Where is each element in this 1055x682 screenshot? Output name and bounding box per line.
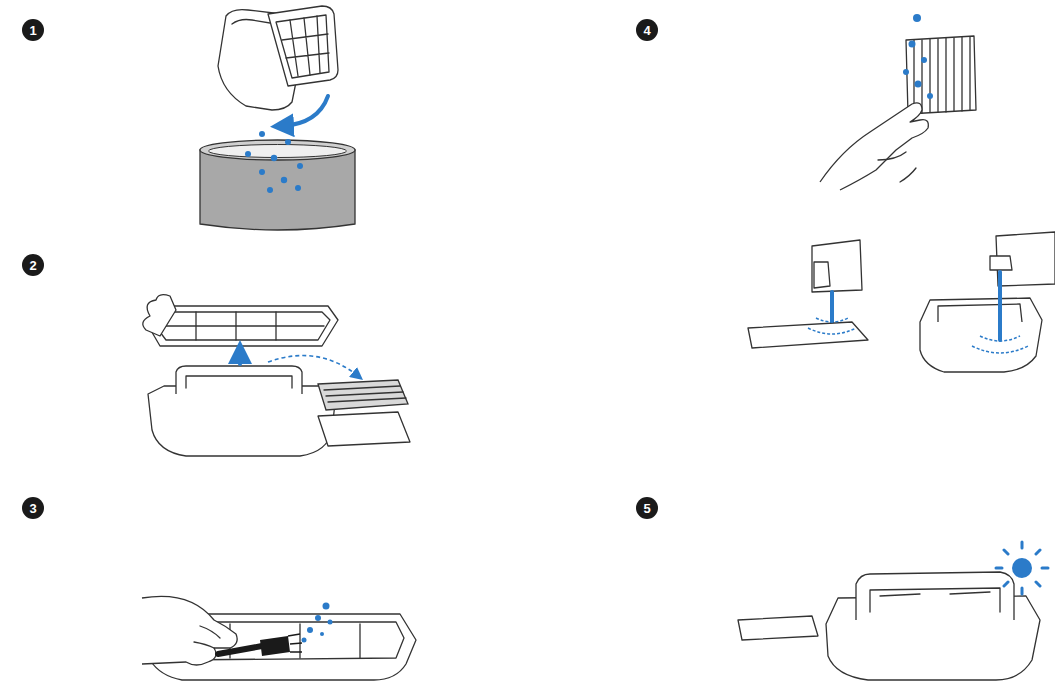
dust-container-tilted bbox=[218, 6, 338, 110]
step-label: 4 bbox=[643, 24, 650, 37]
lift-arrow bbox=[238, 352, 242, 364]
lift-arrow bbox=[240, 352, 241, 364]
tap-and-foam bbox=[748, 240, 868, 348]
dust-container-tilted bbox=[268, 6, 338, 86]
dust-particles bbox=[328, 620, 333, 625]
hand-with-brush bbox=[260, 636, 290, 656]
foam-drying bbox=[738, 616, 818, 640]
hand-tapping bbox=[820, 103, 928, 190]
container-drying bbox=[870, 588, 1000, 612]
dustbin bbox=[200, 150, 355, 230]
filter-lifted bbox=[143, 295, 338, 346]
tap-and-foam bbox=[748, 322, 868, 348]
dust-tray bbox=[230, 624, 360, 658]
hand-with-brush bbox=[218, 646, 262, 654]
foam-drying bbox=[738, 616, 818, 640]
step-number: 3 bbox=[22, 497, 44, 519]
dust-particles bbox=[323, 603, 330, 610]
dust-container bbox=[186, 376, 292, 388]
filter-tapped bbox=[913, 14, 921, 22]
tap-and-container bbox=[920, 232, 1055, 372]
filter-tapped bbox=[921, 57, 927, 63]
step-number: 1 bbox=[22, 19, 44, 41]
tap-and-foam bbox=[830, 292, 834, 326]
tap-and-container bbox=[990, 256, 1012, 270]
hand-tapping bbox=[878, 152, 916, 182]
filter-tapped bbox=[903, 14, 976, 114]
dust-particles bbox=[245, 151, 251, 157]
tap-and-foam bbox=[814, 262, 830, 288]
filter-and-foam bbox=[318, 380, 408, 410]
filter-tapped bbox=[915, 81, 922, 88]
dust-container bbox=[176, 366, 302, 394]
step-label: 5 bbox=[643, 502, 650, 515]
container-drying bbox=[856, 572, 1014, 620]
dustbin bbox=[200, 140, 355, 230]
filter-and-foam bbox=[318, 412, 410, 446]
move-arrow bbox=[268, 356, 358, 376]
dust-particles bbox=[295, 185, 301, 191]
dust-particles bbox=[315, 615, 321, 621]
filter-lifted bbox=[143, 295, 176, 336]
tap-and-foam bbox=[812, 240, 862, 292]
dust-particles bbox=[302, 638, 307, 643]
sun-symbol bbox=[996, 542, 1048, 594]
filter-and-foam bbox=[318, 380, 410, 446]
dustbin bbox=[200, 140, 355, 160]
dust-particles bbox=[320, 632, 324, 636]
dust-particles bbox=[259, 169, 265, 175]
step-number: 2 bbox=[22, 254, 44, 276]
dust-particles bbox=[267, 187, 273, 193]
dust-particles bbox=[302, 603, 333, 643]
filter-lifted bbox=[154, 312, 330, 340]
pour-arrow bbox=[282, 96, 328, 126]
dust-particles bbox=[245, 131, 303, 193]
step-number: 4 bbox=[636, 19, 658, 41]
tap-and-container bbox=[920, 298, 1042, 372]
dust-container-tilted bbox=[282, 16, 329, 76]
step-label: 2 bbox=[29, 259, 36, 272]
filter-tapped bbox=[914, 37, 970, 113]
hand-tapping bbox=[820, 103, 928, 190]
filter-lifted bbox=[166, 312, 324, 340]
dust-particles bbox=[285, 139, 291, 145]
step-number: 5 bbox=[636, 497, 658, 519]
dust-particles bbox=[281, 177, 287, 183]
container-drying bbox=[826, 572, 1040, 680]
hand-with-brush bbox=[194, 626, 220, 648]
filter-tapped bbox=[909, 41, 916, 48]
hand-with-brush bbox=[142, 596, 302, 665]
dust-particles bbox=[307, 627, 313, 633]
tap-and-foam bbox=[808, 318, 856, 334]
dust-particles bbox=[271, 155, 277, 161]
dust-container bbox=[148, 386, 336, 456]
step-label: 1 bbox=[29, 24, 36, 37]
filter-tapped bbox=[903, 69, 909, 75]
tap-and-container bbox=[972, 336, 1028, 353]
move-arrow bbox=[268, 356, 358, 376]
tap-and-container bbox=[998, 272, 1002, 340]
dust-particles bbox=[259, 131, 265, 137]
filter-and-foam bbox=[324, 386, 406, 402]
dust-container bbox=[148, 366, 336, 456]
hand-with-brush bbox=[288, 634, 302, 652]
tap-and-container bbox=[938, 304, 1022, 322]
filter-tapped bbox=[927, 93, 933, 99]
dust-container-tilted bbox=[276, 15, 329, 78]
dust-particles bbox=[297, 163, 303, 169]
pour-arrow bbox=[282, 96, 328, 126]
step-label: 3 bbox=[29, 502, 36, 515]
sun-symbol bbox=[1012, 558, 1032, 578]
dustbin bbox=[209, 145, 347, 158]
sun-symbol bbox=[996, 542, 1048, 594]
